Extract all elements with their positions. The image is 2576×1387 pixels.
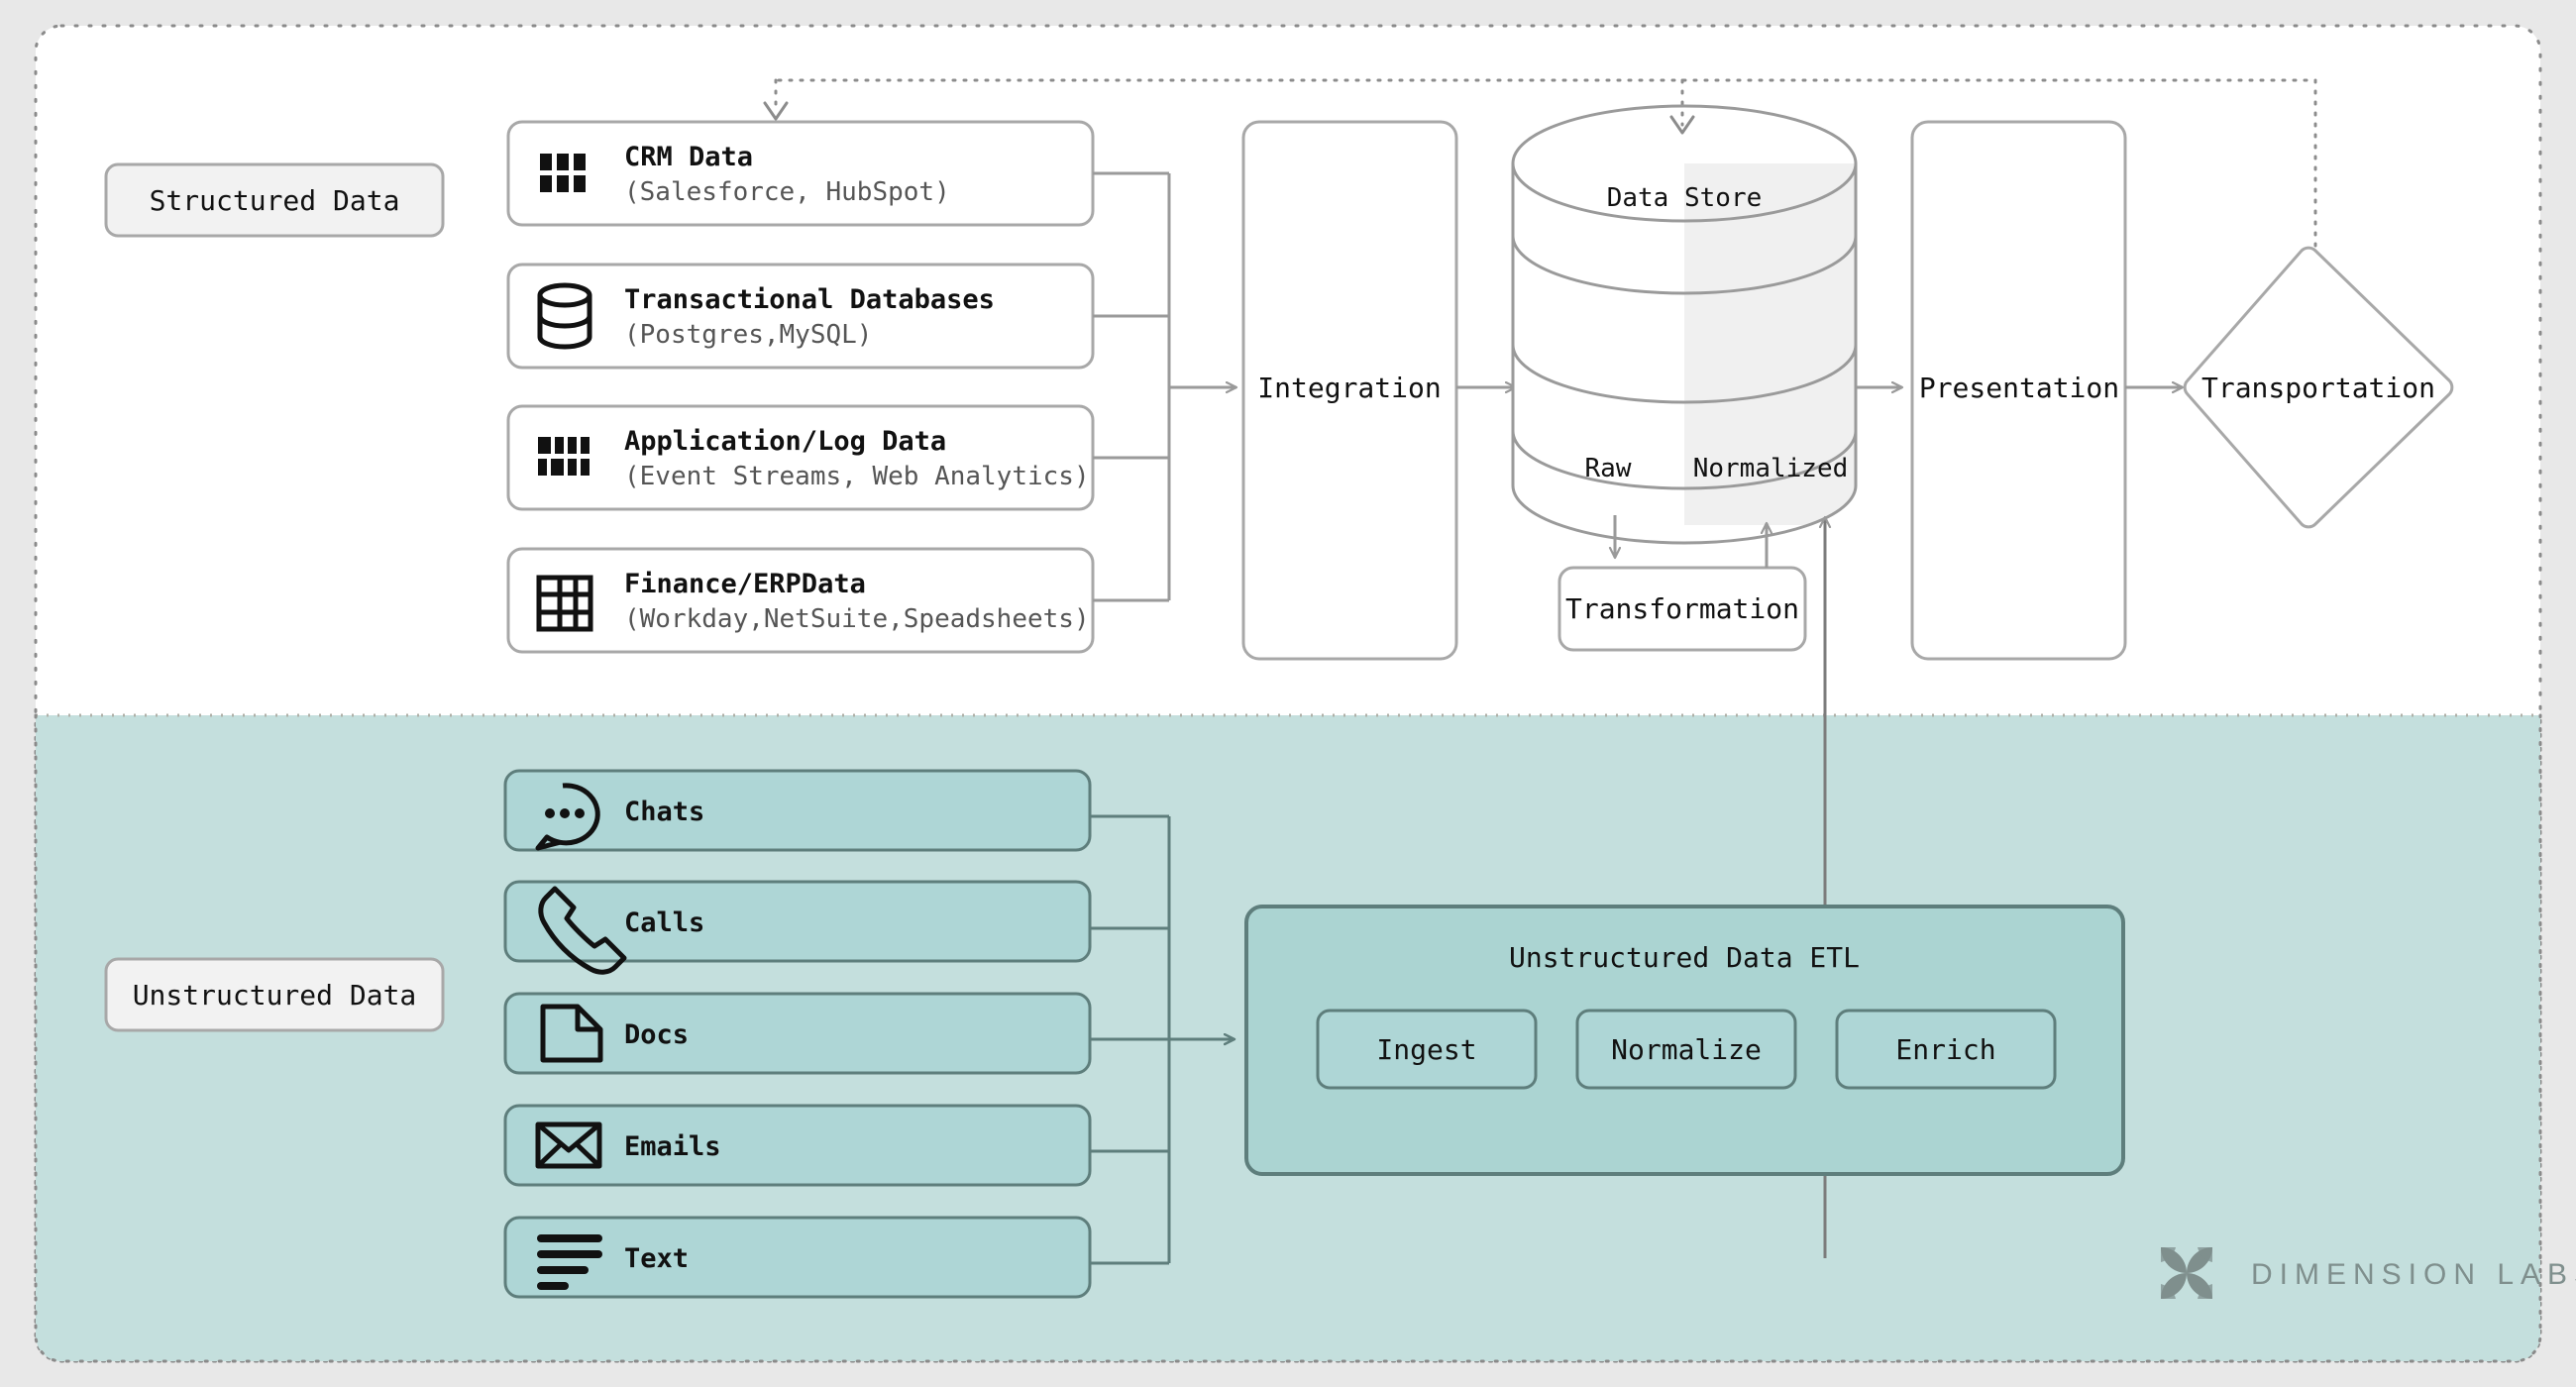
unstructured-source-card-text[interactable]: Text xyxy=(503,1216,1092,1299)
card-title: Chats xyxy=(624,797,704,827)
spreadsheet-grid-icon xyxy=(536,575,593,632)
unstructured-data-etl-panel[interactable]: Unstructured Data ETL Ingest Normalize E… xyxy=(1244,905,2125,1176)
card-title: Emails xyxy=(624,1131,721,1162)
unstructured-source-card-calls[interactable]: Calls xyxy=(503,880,1092,975)
phone-handset-icon xyxy=(538,886,627,975)
unstructured-source-card-emails[interactable]: Emails xyxy=(503,1104,1092,1187)
envelope-icon xyxy=(535,1121,602,1169)
pipeline-node-transportation[interactable]: Transportation xyxy=(2183,246,2454,529)
data-store-cylinder[interactable]: Data Store Raw Normalized xyxy=(1511,104,1858,545)
legend-structured-pill: Structured Data xyxy=(104,162,445,238)
binary-digits-icon xyxy=(538,437,590,476)
etl-title: Unstructured Data ETL xyxy=(1509,941,1860,974)
text-lines-icon xyxy=(537,1234,602,1290)
pipeline-node-presentation[interactable]: Presentation xyxy=(1910,120,2127,661)
unstructured-bus-connector xyxy=(1090,814,1234,1265)
document-page-icon xyxy=(540,1004,603,1063)
data-store-normalized-label: Normalized xyxy=(1693,454,1849,483)
numbers-123456-icon xyxy=(540,154,586,192)
unstructured-source-card-docs[interactable]: Docs xyxy=(503,992,1092,1075)
structured-source-card-crm[interactable]: CRM Data (Salesforce, HubSpot) xyxy=(506,120,1095,227)
etl-stage-label: Normalize xyxy=(1611,1033,1762,1066)
legend-unstructured-label: Unstructured Data xyxy=(133,979,417,1012)
main-card-outline-teal xyxy=(34,713,2542,1363)
data-store-raw-label: Raw xyxy=(1585,454,1632,483)
branding-lockup: DIMENSION LABS xyxy=(2161,1247,2576,1299)
card-subtitle: (Postgres,MySQL) xyxy=(624,320,872,350)
integration-label: Integration xyxy=(1257,372,1441,404)
data-store-title: Data Store xyxy=(1607,183,1763,213)
database-cylinder-icon xyxy=(537,282,592,350)
transportation-label: Transportation xyxy=(2201,372,2435,404)
feedback-loop-connector xyxy=(774,78,2317,248)
structured-source-card-application-log-data[interactable]: Application/Log Data (Event Streams, Web… xyxy=(506,404,1095,511)
etl-stage-ingest[interactable]: Ingest xyxy=(1316,1009,1538,1090)
store-transformation-connectors xyxy=(1615,515,1767,568)
card-subtitle: (Salesforce, HubSpot) xyxy=(624,177,950,207)
pipeline-node-integration[interactable]: Integration xyxy=(1241,120,1458,661)
structured-source-card-transactional-databases[interactable]: Transactional Databases (Postgres,MySQL) xyxy=(506,263,1095,370)
card-title: Calls xyxy=(624,907,704,938)
etl-stage-normalize[interactable]: Normalize xyxy=(1575,1009,1797,1090)
card-title: Transactional Databases xyxy=(624,284,995,315)
structured-source-card-finance-erp-data[interactable]: Finance/ERPData (Workday,NetSuite,Speads… xyxy=(506,547,1095,654)
etl-stage-enrich[interactable]: Enrich xyxy=(1835,1009,2057,1090)
dimension-labs-petal-logo xyxy=(2161,1247,2212,1299)
pipeline-node-transformation[interactable]: Transformation xyxy=(1557,566,1807,652)
card-subtitle: (Event Streams, Web Analytics) xyxy=(624,462,1090,491)
presentation-label: Presentation xyxy=(1919,372,2119,404)
etl-stage-label: Enrich xyxy=(1895,1033,1995,1066)
structured-bus-connector xyxy=(1093,171,1236,602)
card-title: CRM Data xyxy=(624,142,753,172)
card-title: Finance/ERPData xyxy=(624,569,866,599)
legend-unstructured-pill: Unstructured Data xyxy=(104,957,445,1032)
chat-bubble-icon xyxy=(535,783,600,851)
transformation-label: Transformation xyxy=(1565,592,1799,625)
etl-stage-label: Ingest xyxy=(1376,1033,1476,1066)
legend-structured-label: Structured Data xyxy=(150,184,400,217)
unstructured-source-card-chats[interactable]: Chats xyxy=(503,769,1092,852)
card-subtitle: (Workday,NetSuite,Speadsheets) xyxy=(624,604,1090,634)
card-title: Text xyxy=(624,1243,689,1274)
feedback-arrowheads xyxy=(763,101,1695,135)
card-title: Application/Log Data xyxy=(624,426,946,457)
card-title: Docs xyxy=(624,1019,689,1050)
brand-wordmark: DIMENSION LABS xyxy=(2251,1258,2576,1291)
